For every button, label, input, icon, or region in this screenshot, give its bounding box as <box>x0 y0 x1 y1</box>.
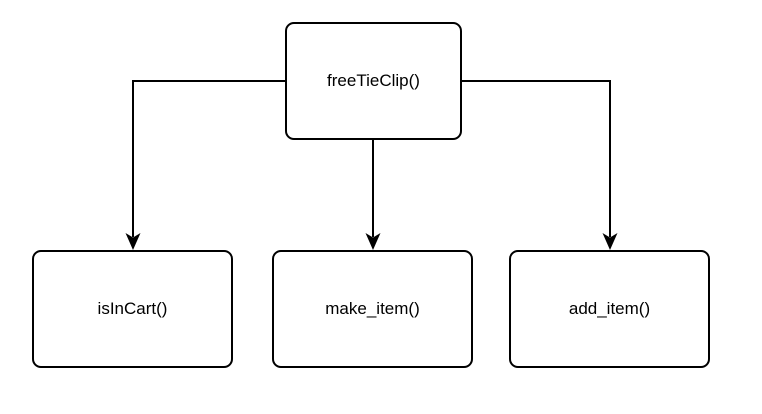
node-freetieclip-label: freeTieClip() <box>327 70 420 90</box>
node-freetieclip: freeTieClip() <box>285 22 462 140</box>
edge-root-to-additem <box>462 80 618 250</box>
edge-root-to-isincart <box>125 80 285 250</box>
node-isincart: isInCart() <box>32 250 233 368</box>
edge-root-to-makeitem <box>365 140 381 250</box>
arrowhead-down-icon <box>125 233 141 250</box>
node-makeitem-label: make_item() <box>325 298 420 318</box>
arrowhead-down-icon <box>365 233 381 250</box>
node-makeitem: make_item() <box>272 250 473 368</box>
node-isincart-label: isInCart() <box>97 298 168 318</box>
node-additem: add_item() <box>509 250 710 368</box>
node-additem-label: add_item() <box>568 298 651 318</box>
arrowhead-down-icon <box>602 233 618 250</box>
